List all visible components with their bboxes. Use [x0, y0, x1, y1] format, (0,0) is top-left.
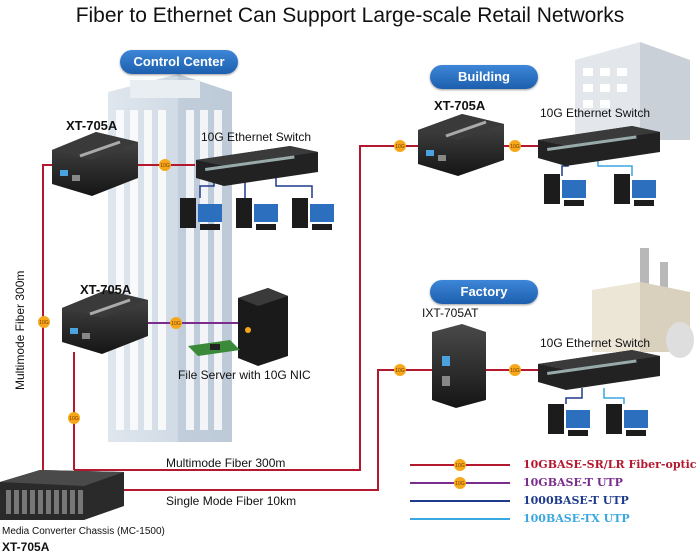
legend-fiber: 10GBASE-SR/LR Fiber-optic: [523, 458, 697, 471]
pc-cc-3: [292, 198, 334, 230]
badge-10g: 10G: [68, 412, 80, 424]
svg-text:10G: 10G: [69, 416, 79, 422]
label-single-mode: Single Mode Fiber 10km: [166, 494, 297, 508]
pc-cc-2: [236, 198, 278, 230]
svg-text:10G: 10G: [39, 320, 49, 326]
svg-text:10G: 10G: [395, 144, 405, 150]
workstations: [180, 174, 656, 436]
legend-10g-utp: 10GBASE-T UTP: [523, 476, 623, 489]
svg-text:10G: 10G: [510, 368, 520, 374]
xt705a-building-device: [418, 114, 504, 176]
legend-100-utp: 100BASE-TX UTP: [523, 512, 630, 525]
xt705a-middle-device: [62, 290, 148, 354]
switch-factory: [538, 350, 660, 390]
badge-10g: 10G: [38, 316, 50, 328]
control-center-pill: Control Center: [120, 50, 238, 74]
badge-10g: 10G: [454, 459, 466, 471]
label-multimode-horizontal: Multimode Fiber 300m: [166, 456, 286, 470]
pc-cc-1: [180, 198, 222, 230]
badge-10g: 10G: [509, 364, 521, 376]
label-switch-cc: 10G Ethernet Switch: [201, 130, 312, 144]
svg-text:10G: 10G: [455, 481, 465, 487]
file-server: [238, 288, 288, 366]
label-switch-factory: 10G Ethernet Switch: [540, 336, 651, 350]
label-switch-building: 10G Ethernet Switch: [540, 106, 651, 120]
building-pill: Building: [430, 65, 538, 89]
svg-text:10G: 10G: [171, 321, 181, 327]
badges: 10G 10G 10G 10G 10G 10G 10G 10G 10G 10G: [38, 140, 521, 489]
pc-b-1: [544, 174, 586, 206]
utp-1000-links: [199, 152, 583, 404]
svg-text:10G: 10G: [455, 463, 465, 469]
label-xt705a-middle: XT-705A: [80, 282, 132, 297]
label-ixt705at: IXT-705AT: [422, 306, 479, 320]
badge-10g: 10G: [394, 364, 406, 376]
xt705a-top-device: [52, 132, 138, 196]
switch-building: [538, 126, 660, 166]
switch-control-center: [196, 146, 318, 186]
label-xt705a-top: XT-705A: [66, 118, 118, 133]
label-chassis-module: XT-705A: [2, 540, 50, 554]
nic-card: [188, 340, 240, 356]
diagram-title: Fiber to Ethernet Can Support Large-scal…: [75, 4, 625, 27]
pc-b-2: [614, 174, 656, 206]
label-chassis: Media Converter Chassis (MC-1500): [2, 526, 165, 537]
badge-10g: 10G: [159, 159, 171, 171]
label-multimode-vertical: Multimode Fiber 300m: [13, 270, 27, 390]
badge-10g: 10G: [454, 477, 466, 489]
label-xt705a-building: XT-705A: [434, 98, 486, 113]
pc-f-2: [606, 404, 648, 436]
badge-10g: 10G: [170, 317, 182, 329]
svg-text:10G: 10G: [395, 368, 405, 374]
ixt705at-device: [432, 324, 486, 408]
svg-text:10G: 10G: [510, 144, 520, 150]
label-file-server: File Server with 10G NIC: [178, 368, 311, 382]
badge-10g: 10G: [509, 140, 521, 152]
legend-1000-utp: 1000BASE-T UTP: [523, 494, 629, 507]
legend-lines: [410, 464, 510, 520]
factory-pill: Factory: [430, 280, 538, 304]
svg-text:10G: 10G: [160, 163, 170, 169]
pc-f-1: [548, 404, 590, 436]
media-converter-chassis: [0, 470, 124, 520]
badge-10g: 10G: [394, 140, 406, 152]
factory-building: [592, 248, 694, 358]
office-building: [575, 42, 690, 140]
